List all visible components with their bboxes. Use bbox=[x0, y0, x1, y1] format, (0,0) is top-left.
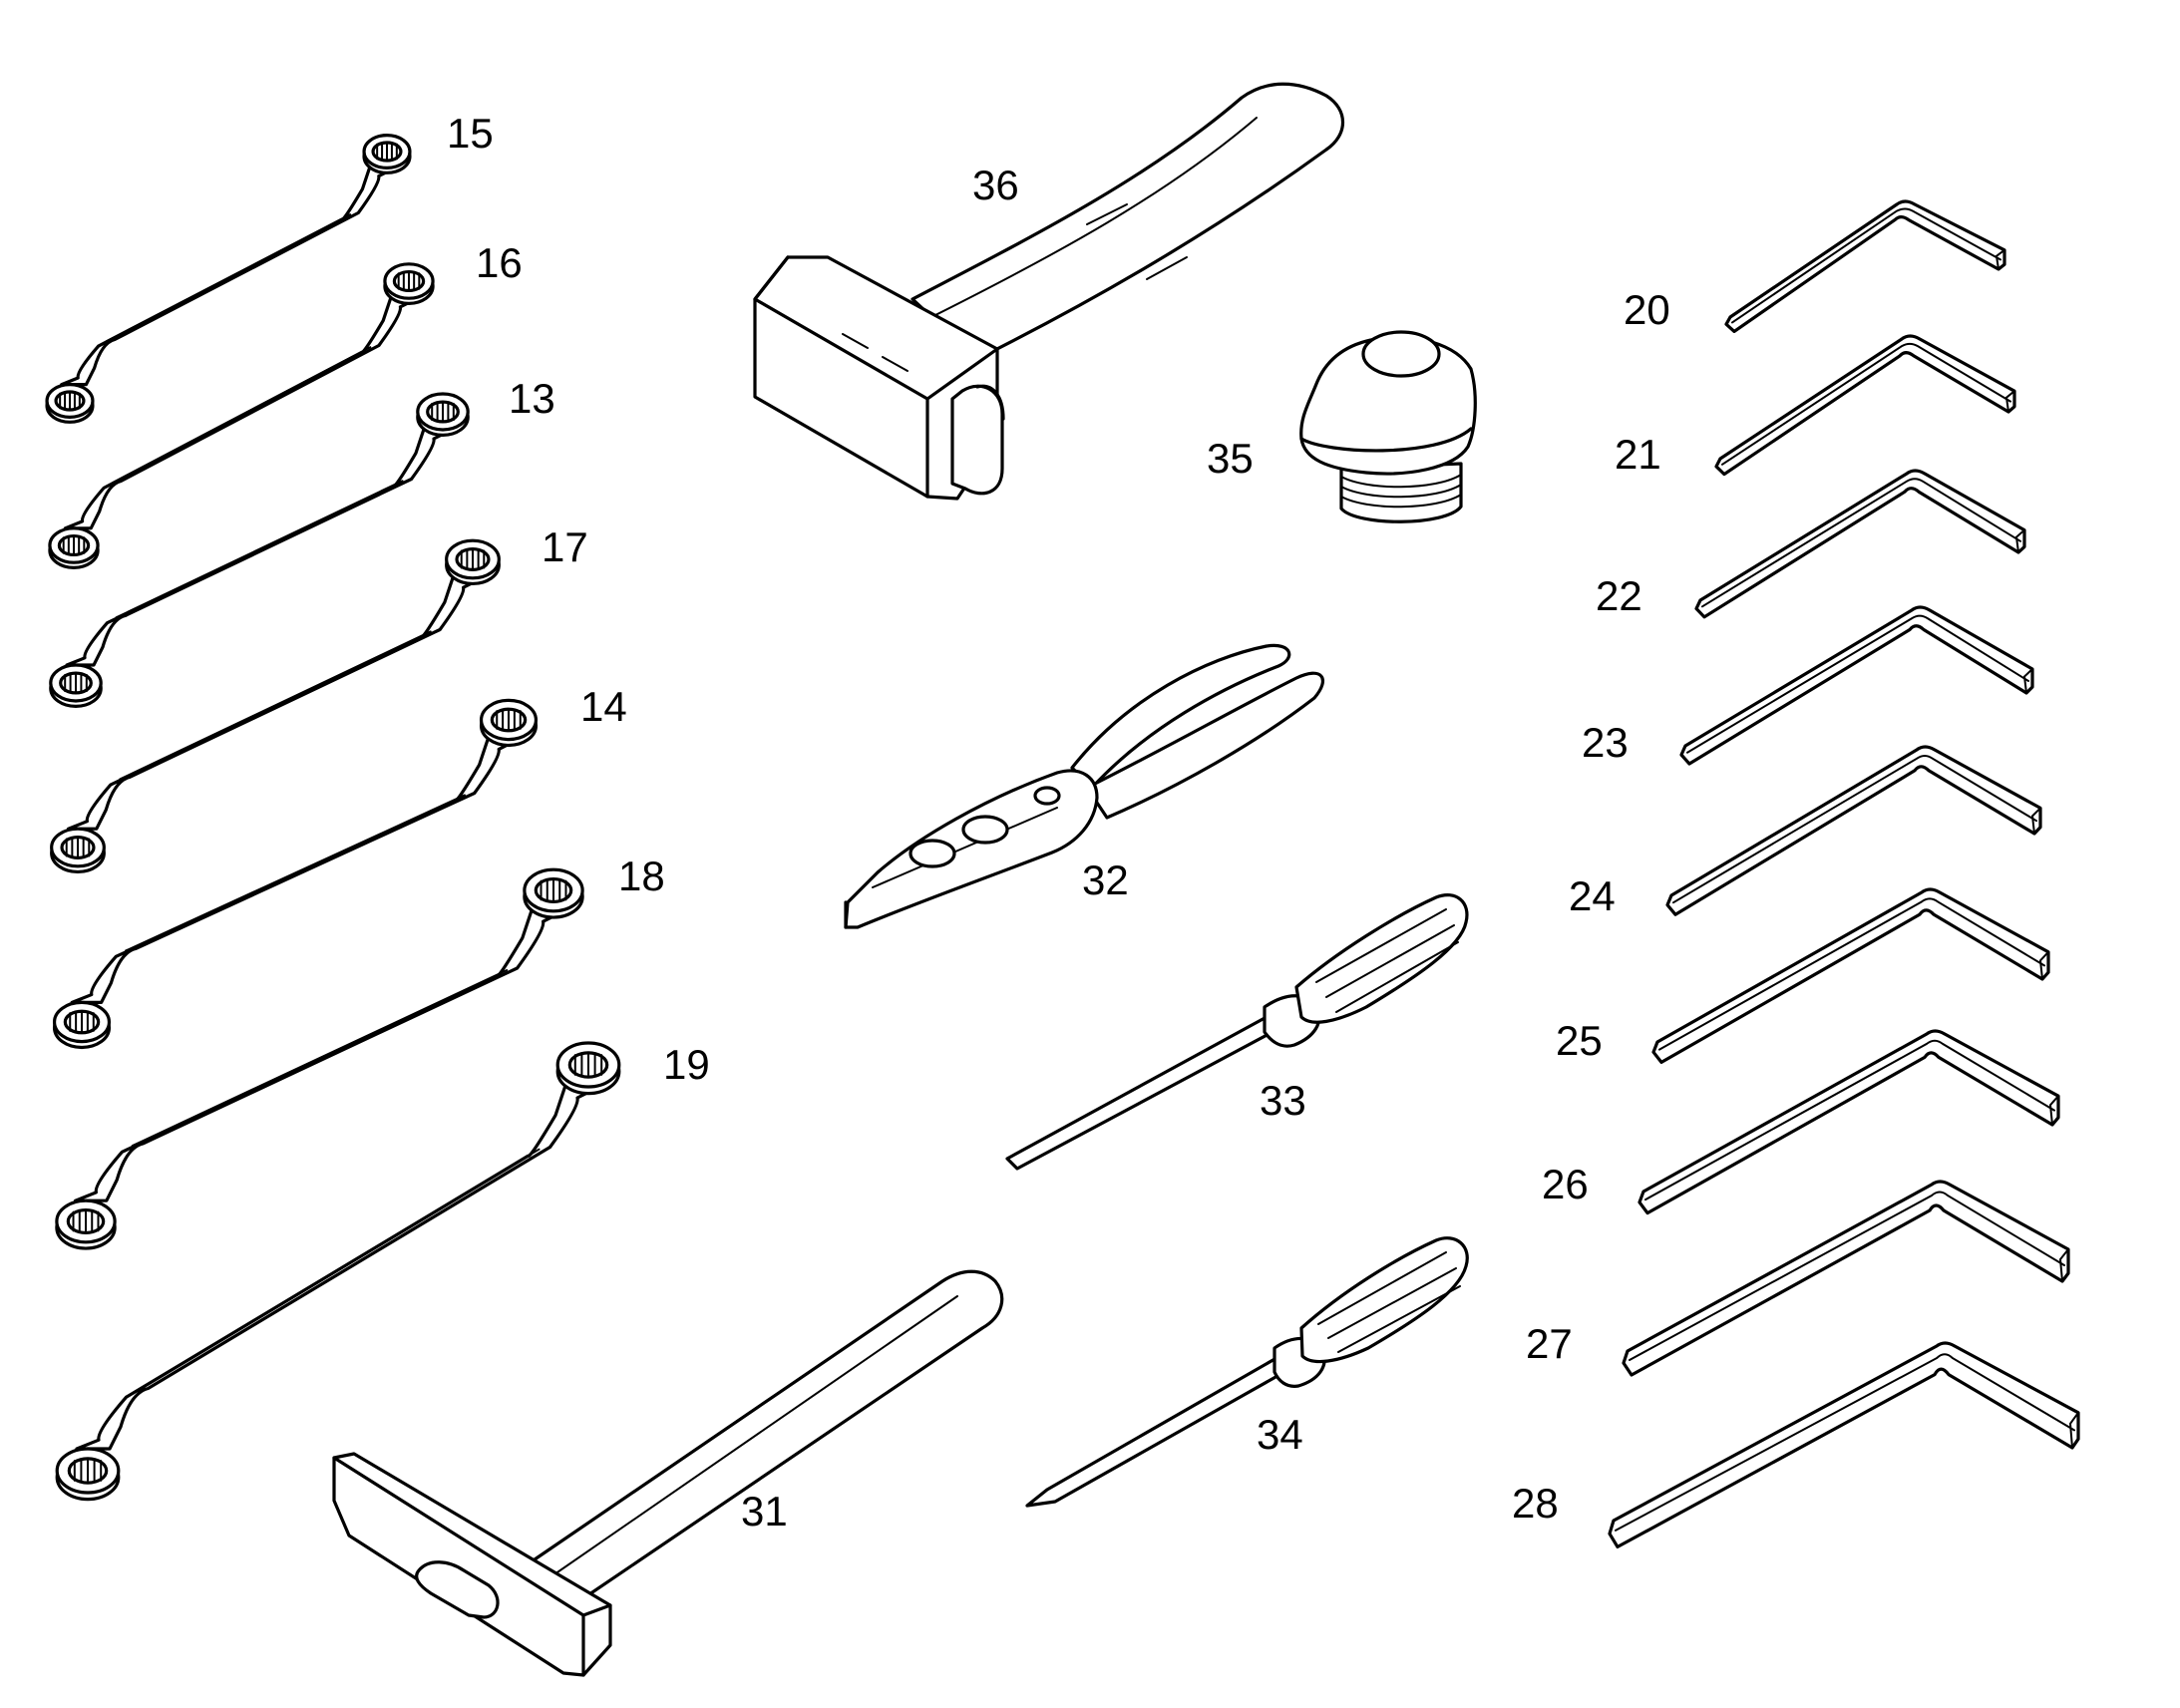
callout-20: 20 bbox=[1624, 286, 1670, 333]
hex-key-25 bbox=[1651, 887, 2050, 1064]
ring-spanner-15 bbox=[45, 134, 412, 424]
hex-key-28 bbox=[1608, 1341, 2080, 1548]
callout-32: 32 bbox=[1082, 856, 1129, 903]
callout-14: 14 bbox=[580, 683, 627, 730]
callout-16: 16 bbox=[476, 239, 523, 286]
hammer-illustration bbox=[332, 1269, 1004, 1677]
ring-spanner-17 bbox=[50, 538, 501, 874]
callout-35: 35 bbox=[1207, 435, 1254, 482]
ring-spanners-group bbox=[45, 134, 621, 1502]
pliers-illustration bbox=[844, 643, 1325, 929]
callout-22: 22 bbox=[1596, 572, 1642, 619]
ring-spanner-16 bbox=[48, 262, 435, 569]
ring-spanner-14 bbox=[52, 698, 539, 1050]
ring-spanner-19 bbox=[55, 1041, 621, 1502]
callout-labels: 15 16 13 17 14 18 19 36 35 32 33 34 31 2… bbox=[447, 110, 1670, 1535]
hex-key-24 bbox=[1665, 745, 2042, 916]
callout-17: 17 bbox=[542, 523, 588, 570]
callout-33: 33 bbox=[1260, 1077, 1306, 1124]
hex-key-21 bbox=[1714, 334, 2016, 477]
callout-31: 31 bbox=[741, 1488, 788, 1535]
callout-21: 21 bbox=[1615, 431, 1661, 478]
callout-15: 15 bbox=[447, 110, 494, 157]
callout-25: 25 bbox=[1556, 1017, 1603, 1064]
hex-keys-group bbox=[1608, 199, 2080, 1548]
callout-34: 34 bbox=[1257, 1411, 1303, 1458]
callout-27: 27 bbox=[1526, 1320, 1573, 1367]
hex-key-26 bbox=[1637, 1029, 2060, 1215]
hex-key-22 bbox=[1694, 469, 2026, 619]
knob-illustration bbox=[1299, 330, 1477, 523]
flat-screwdriver-illustration bbox=[1005, 893, 1469, 1171]
callout-36: 36 bbox=[972, 162, 1019, 208]
callout-28: 28 bbox=[1512, 1480, 1559, 1527]
cross-screwdriver-illustration bbox=[1025, 1236, 1469, 1508]
hex-key-27 bbox=[1622, 1180, 2070, 1377]
hex-key-23 bbox=[1679, 605, 2034, 766]
ring-spanner-13 bbox=[49, 392, 470, 709]
callout-26: 26 bbox=[1542, 1161, 1589, 1207]
mallet-illustration bbox=[753, 82, 1344, 501]
callout-19: 19 bbox=[663, 1041, 710, 1088]
ring-spanner-18 bbox=[55, 867, 584, 1250]
callout-24: 24 bbox=[1569, 872, 1616, 919]
hex-key-20 bbox=[1724, 199, 2006, 333]
callout-13: 13 bbox=[509, 375, 555, 422]
callout-23: 23 bbox=[1582, 719, 1629, 766]
callout-18: 18 bbox=[618, 853, 665, 899]
